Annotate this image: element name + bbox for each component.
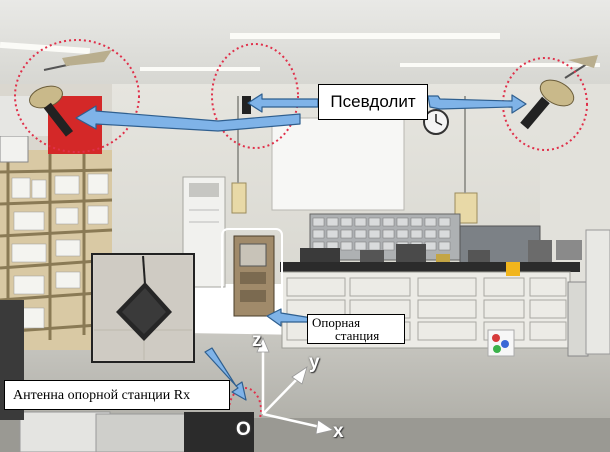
foreground-objects bbox=[0, 300, 610, 452]
colored-box bbox=[487, 329, 515, 357]
antenna-inset bbox=[91, 253, 195, 363]
y-axis bbox=[262, 377, 299, 415]
pseudolite-label: Псевдолит bbox=[318, 84, 428, 120]
right-cabinet bbox=[567, 229, 610, 357]
x-axis-head bbox=[315, 419, 334, 435]
ceiling bbox=[0, 0, 610, 96]
reference-antenna-label: Антенна опорной станции Rx bbox=[4, 380, 230, 410]
whiteboard bbox=[271, 117, 405, 211]
reference-station-rack bbox=[233, 235, 275, 317]
coordinate-axes bbox=[256, 336, 334, 435]
wall-clock bbox=[423, 109, 449, 135]
y-axis-head bbox=[291, 366, 308, 385]
x-axis-label: x bbox=[333, 421, 344, 442]
y-axis-label: y bbox=[309, 352, 320, 373]
arrow-to-reference-antenna bbox=[204, 347, 247, 401]
circle-pseudolite-middle bbox=[211, 43, 299, 149]
z-axis-head bbox=[256, 336, 270, 353]
arrow-to-right-pseudolite bbox=[427, 94, 527, 114]
z-axis-label: z bbox=[252, 330, 262, 351]
circle-pseudolite-right bbox=[502, 57, 588, 151]
circle-reference-antenna bbox=[228, 387, 262, 433]
pseudolite-antenna-middle bbox=[242, 96, 251, 114]
reference-station-label-line2: станция bbox=[335, 328, 380, 343]
origin-label: O bbox=[236, 419, 251, 440]
reference-station-frame bbox=[221, 228, 283, 326]
pseudolite-antenna-left bbox=[29, 50, 112, 137]
arrow-to-left-pseudolite bbox=[75, 105, 301, 132]
pseudolite-antenna-right bbox=[520, 55, 598, 130]
reference-station-label: Опорная станция bbox=[307, 314, 405, 344]
x-axis bbox=[262, 412, 321, 429]
highlight-circles bbox=[14, 39, 588, 433]
circle-pseudolite-left bbox=[14, 39, 140, 153]
reference-station-label-line1: Опорная bbox=[312, 315, 361, 330]
wall-fixtures bbox=[231, 96, 478, 224]
